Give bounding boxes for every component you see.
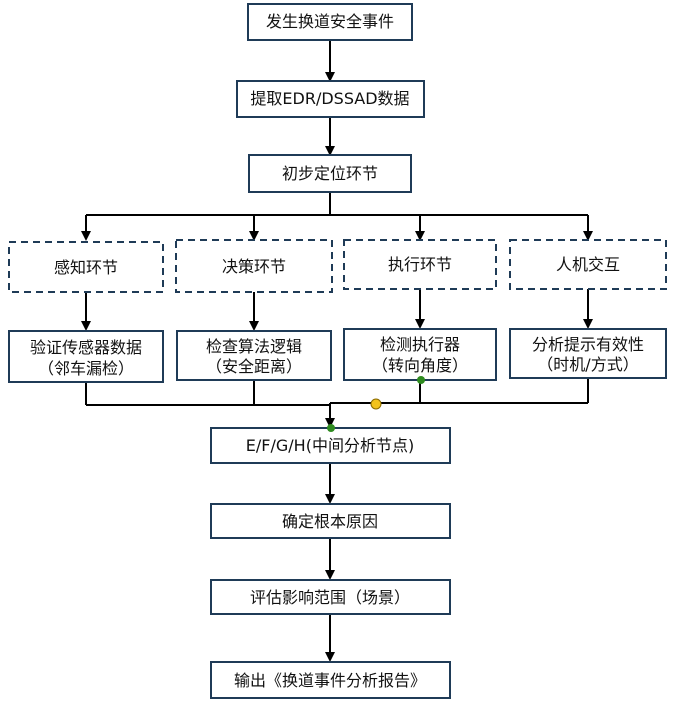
node-check-algo-line1: 检查算法逻辑	[206, 337, 302, 356]
connector-dot-green-efgh	[327, 424, 335, 432]
node-verify-sensor: 验证传感器数据 （邻车漏检）	[8, 330, 164, 383]
connector-dot-yellow	[370, 398, 382, 410]
node-analyze-hint-line2: （时机/方式）	[537, 355, 638, 374]
node-verify-sensor-line1: 验证传感器数据	[30, 338, 142, 357]
node-report-label: 输出《换道事件分析报告》	[234, 671, 426, 690]
node-efgh: E/F/G/H(中间分析节点)	[210, 427, 451, 464]
node-locate-label: 初步定位环节	[282, 164, 378, 183]
node-check-algo-line2: （安全距离）	[206, 357, 302, 376]
node-impact: 评估影响范围（场景）	[210, 579, 451, 615]
node-event: 发生换道安全事件	[247, 3, 413, 41]
node-execution: 执行环节	[343, 239, 497, 290]
node-execution-label: 执行环节	[388, 255, 452, 274]
node-test-actuator-line2: （转向角度）	[372, 356, 468, 375]
node-efgh-label: E/F/G/H(中间分析节点)	[246, 436, 414, 455]
node-event-label: 发生换道安全事件	[266, 12, 394, 31]
node-report: 输出《换道事件分析报告》	[210, 661, 451, 699]
node-perception: 感知环节	[8, 241, 164, 293]
node-perception-label: 感知环节	[54, 258, 118, 277]
node-analyze-hint-line1: 分析提示有效性	[532, 335, 644, 354]
node-root-cause-label: 确定根本原因	[282, 512, 378, 531]
node-test-actuator-line1: 检测执行器	[380, 335, 460, 354]
node-hmi: 人机交互	[509, 239, 667, 290]
node-hmi-label: 人机交互	[556, 255, 620, 274]
node-impact-label: 评估影响范围（场景）	[250, 588, 410, 607]
node-test-actuator: 检测执行器 （转向角度）	[343, 328, 497, 381]
connector-dot-green-test	[417, 376, 425, 384]
node-verify-sensor-line2: （邻车漏检）	[38, 359, 134, 378]
node-decision: 决策环节	[175, 239, 333, 293]
node-root-cause: 确定根本原因	[210, 503, 451, 539]
node-check-algo: 检查算法逻辑 （安全距离）	[176, 330, 332, 381]
node-decision-label: 决策环节	[222, 257, 286, 276]
node-locate: 初步定位环节	[248, 154, 412, 193]
node-extract: 提取EDR/DSSAD数据	[236, 80, 425, 118]
node-extract-label: 提取EDR/DSSAD数据	[250, 89, 409, 108]
node-analyze-hint: 分析提示有效性 （时机/方式）	[509, 328, 667, 379]
